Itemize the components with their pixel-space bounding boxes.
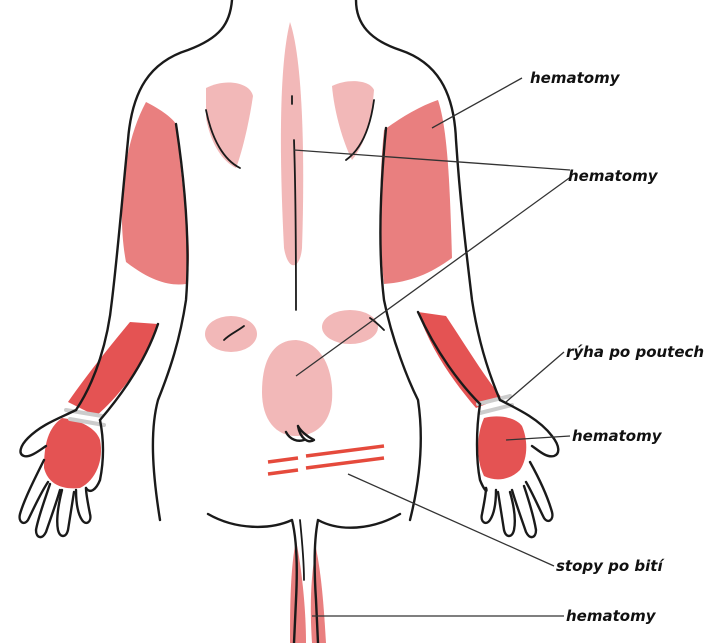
spine-bruise <box>281 22 303 265</box>
label-leg-hematomy: hematomy <box>566 607 657 625</box>
left-scapula-bruise <box>206 82 253 168</box>
labels: hematomy hematomy rýha po poutech hemato… <box>530 69 704 625</box>
label-beating-marks: stopy po bití <box>556 557 665 575</box>
right-scapula-bruise <box>332 81 374 160</box>
label-wrist-marks: rýha po poutech <box>566 343 704 361</box>
beating-stripes <box>268 446 384 474</box>
right-forearm-bruise <box>418 312 502 408</box>
label-back-hematomy: hematomy <box>568 167 659 185</box>
sacrum-bruise <box>262 340 332 436</box>
right-upper-arm-bruise <box>380 100 452 284</box>
left-hand-bruise <box>44 418 101 488</box>
right-lumbar-bruise <box>322 310 378 344</box>
label-hand-hematomy: hematomy <box>572 427 663 445</box>
label-upper-arm-hematomy: hematomy <box>530 69 621 87</box>
right-hand-bruise <box>478 416 526 479</box>
left-upper-arm-bruise <box>122 102 189 284</box>
